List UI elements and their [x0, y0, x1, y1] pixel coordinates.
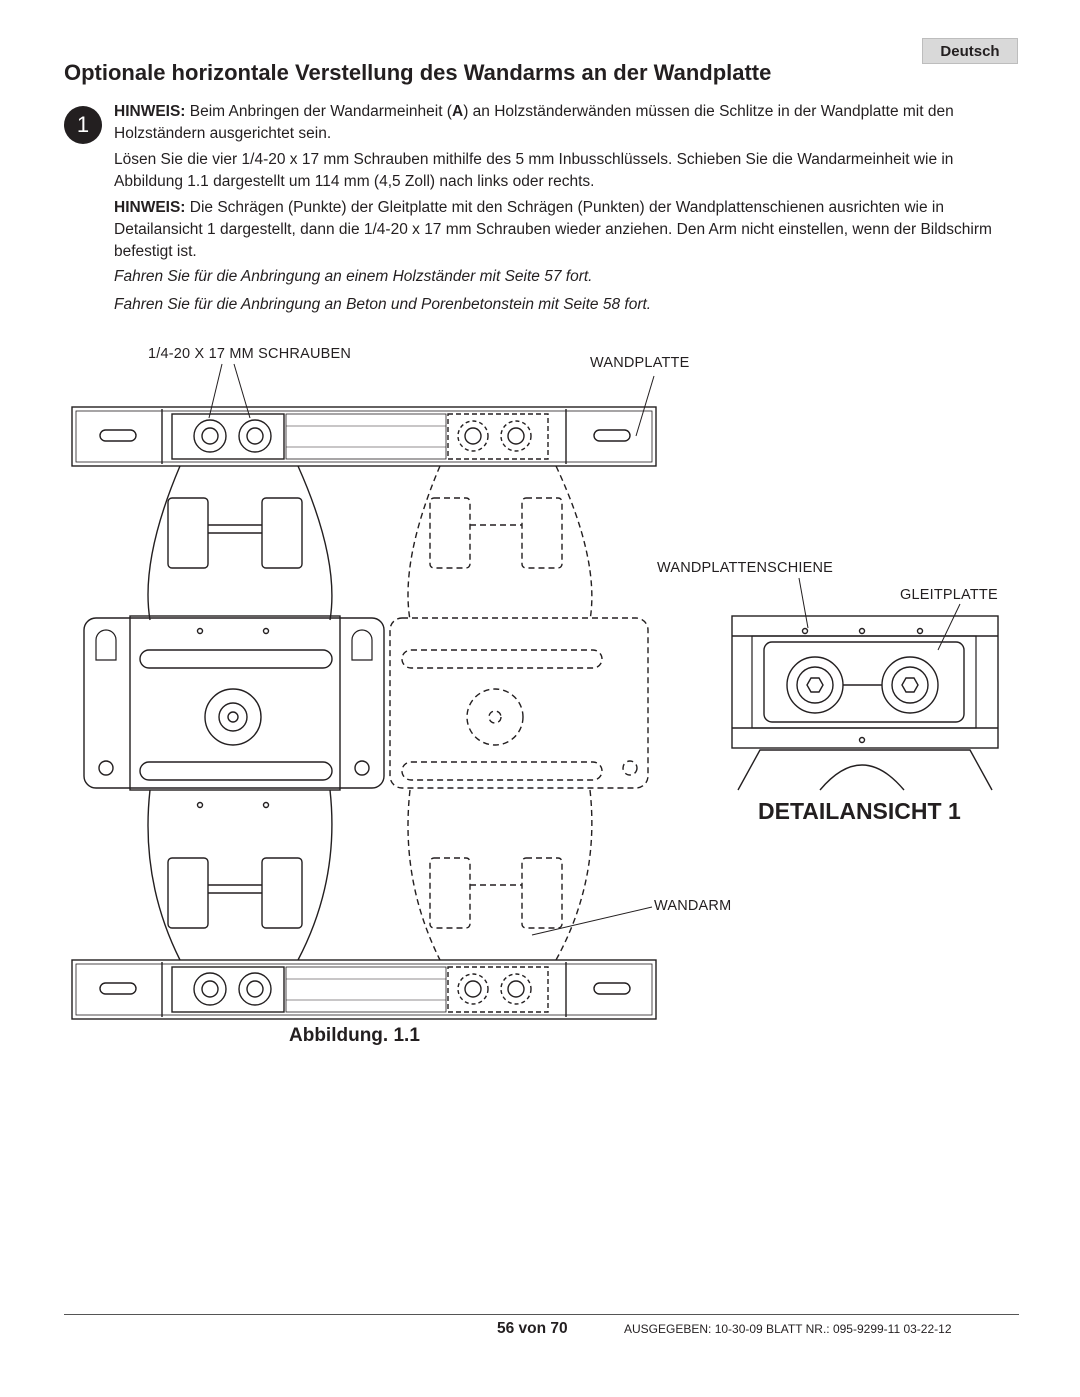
detail-view-title: DETAILANSICHT 1: [758, 798, 961, 824]
note-1-letter: A: [451, 103, 464, 120]
note-1: HINWEIS: Beim Anbringen der Wandarmeinhe…: [114, 101, 1019, 145]
label-screws: 1/4-20 X 17 MM SCHRAUBEN: [148, 346, 352, 362]
label-rail: WANDPLATTENSCHIENE: [657, 560, 834, 576]
note-1-label: HINWEIS:: [114, 103, 186, 120]
arm-dashed: [389, 465, 649, 961]
wood-reference: Fahren Sie für die Anbringung an einem H…: [114, 268, 593, 285]
concrete-reference: Fahren Sie für die Anbringung an Beton u…: [114, 296, 652, 313]
detail-view: [731, 615, 999, 791]
label-wall-arm: WANDARM: [654, 898, 732, 914]
label-wallplate: WANDPLATTE: [590, 355, 690, 371]
page-title: Optionale horizontale Verstellung des Wa…: [64, 60, 772, 85]
step-number: 1: [64, 106, 102, 144]
footer-divider: [64, 1314, 1019, 1315]
top-wall-rail: [71, 406, 657, 467]
issue-info: AUSGEGEBEN: 10-30-09 BLATT NR.: 095-9299…: [624, 1322, 952, 1336]
figure-caption: Abbildung. 1.1: [289, 1025, 420, 1046]
note-2-text: Die Schrägen (Punkte) der Gleitplatte mi…: [114, 199, 992, 260]
language-badge: Deutsch: [922, 38, 1018, 64]
note-1-pre: Beim Anbringen der Wandarmeinheit (: [185, 103, 452, 120]
arm-solid: [83, 465, 385, 961]
bottom-wall-rail: [71, 959, 657, 1020]
note-1-post: ) an Holzständerwänden müssen die Schlit…: [114, 103, 954, 142]
note-2-label: HINWEIS:: [114, 199, 186, 216]
instruction-text: Lösen Sie die vier 1/4-20 x 17 mm Schrau…: [114, 151, 954, 190]
label-slide-plate: GLEITPLATTE: [900, 587, 998, 603]
page-number: 56 von 70: [497, 1320, 568, 1337]
note-2: HINWEIS: Die Schrägen (Punkte) der Gleit…: [114, 197, 1019, 263]
